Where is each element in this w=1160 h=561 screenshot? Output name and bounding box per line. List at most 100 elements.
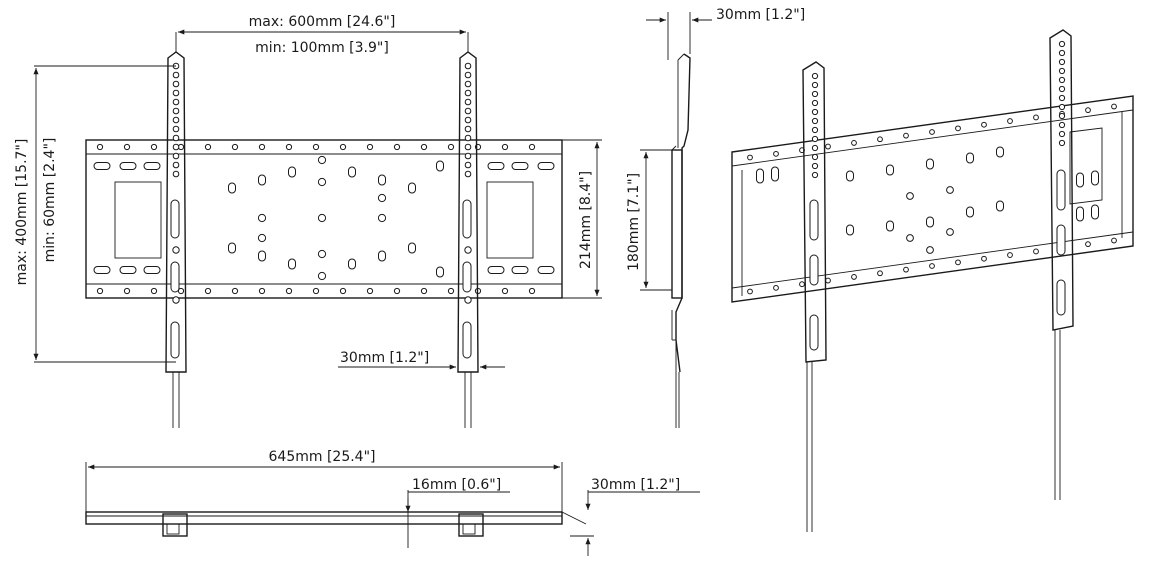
- plate-slot: [487, 162, 505, 170]
- iso-top-hole: [955, 125, 961, 132]
- plate-slot: [119, 266, 137, 274]
- iso-arm-hole: [1058, 49, 1066, 57]
- iso-vesa-slot: [966, 152, 974, 164]
- plate-bottom-hole: [339, 287, 347, 295]
- arm-hole: [172, 170, 180, 178]
- iso-end-slot: [1091, 170, 1099, 186]
- plate-cutout-right: [486, 181, 534, 259]
- plate-bottom-hole: [96, 287, 104, 295]
- iso-end-slot: [771, 166, 779, 182]
- plate-top-hole: [258, 143, 266, 151]
- plate-bottom-hole: [528, 287, 536, 295]
- arm-hole: [464, 71, 472, 79]
- plate-vesa-hole: [317, 249, 327, 259]
- iso-bottom-hole: [877, 270, 883, 277]
- plate-vesa-slot: [228, 182, 236, 194]
- plate-vesa-slot: [288, 258, 296, 270]
- iso-arm-right: [1049, 29, 1074, 500]
- iso-vesa-slot: [966, 206, 974, 218]
- plate-slot: [511, 162, 529, 170]
- plate-top-hole: [150, 143, 158, 151]
- plate-top-hole: [420, 143, 428, 151]
- iso-arm-hole: [811, 153, 819, 161]
- plate-top-hole: [501, 143, 509, 151]
- iso-end-slot: [1091, 204, 1099, 220]
- plate-slot: [487, 266, 505, 274]
- arm-hole: [464, 89, 472, 97]
- iso-bottom-hole: [1111, 237, 1117, 244]
- plate-vesa-slot: [228, 242, 236, 254]
- plate-height-label: 214mm [8.4"]: [578, 171, 594, 269]
- iso-vesa-slot: [996, 146, 1004, 158]
- plate-vesa-hole: [317, 213, 327, 223]
- iso-arm-holes: [811, 40, 1066, 179]
- plate-vesa-hole: [317, 177, 327, 187]
- arm-hole: [172, 152, 180, 160]
- iso-vesa-hole: [946, 186, 954, 194]
- iso-bottom-hole: [851, 274, 857, 280]
- plate-bottom-hole: [393, 287, 401, 295]
- arm-hole: [172, 246, 180, 254]
- iso-vesa-slot: [886, 220, 894, 232]
- arm-hole: [464, 246, 472, 254]
- iso-top-hole: [1007, 118, 1013, 124]
- max-height-label: max: 400mm [15.7"]: [14, 139, 30, 286]
- iso-arm-hole: [1058, 67, 1066, 75]
- plate-vesa-slot: [258, 174, 266, 186]
- side-depth-label: 30mm [1.2"]: [716, 7, 805, 23]
- iso-vesa-hole: [946, 228, 954, 236]
- plate-bottom-hole: [285, 287, 293, 295]
- plate-top-hole: [96, 143, 104, 151]
- iso-top-hole: [747, 154, 753, 161]
- plate-bottom-hole: [258, 287, 266, 295]
- iso-top-hole: [981, 121, 987, 128]
- total-width-label: 645mm [25.4"]: [269, 449, 376, 465]
- plate-slot: [511, 266, 529, 274]
- iso-arm-hole: [811, 126, 819, 134]
- plate-bottom-hole: [366, 287, 374, 295]
- bracket-height-label: 180mm [7.1"]: [626, 173, 642, 271]
- iso-arm-hole: [1058, 40, 1066, 48]
- plate-vesa-slot: [348, 166, 356, 178]
- iso-cutout: [1069, 127, 1103, 205]
- plate-bottom-hole: [501, 287, 509, 295]
- plate-vesa-hole: [377, 213, 387, 223]
- arm-left: [165, 51, 187, 428]
- arm-hole: [172, 116, 180, 124]
- iso-end-slot: [1076, 206, 1084, 222]
- plate-vesa-hole: [317, 271, 327, 281]
- plate-top-hole: [447, 143, 455, 151]
- plate-slot: [93, 162, 111, 170]
- arm-hole: [464, 98, 472, 106]
- plate-vesa-hole: [257, 213, 267, 223]
- iso-end-slot: [1076, 172, 1084, 188]
- iso-arm-hole: [811, 117, 819, 125]
- iso-end-slot: [756, 168, 764, 184]
- plate-top-hole: [123, 143, 131, 151]
- iso-arm-left: [802, 61, 827, 532]
- iso-arm-hole: [1058, 58, 1066, 66]
- plate-vesa-slot: [436, 160, 444, 172]
- iso-plate-holes: [747, 103, 1117, 295]
- iso-arm-hole: [1058, 112, 1066, 120]
- bottom-depth-label: 30mm [1.2"]: [591, 477, 680, 493]
- plate-vesa-slot: [378, 174, 386, 186]
- arm-hole: [172, 89, 180, 97]
- iso-bottom-hole: [929, 263, 935, 269]
- plate-bottom-hole: [204, 287, 212, 295]
- plate-top-hole: [231, 143, 239, 151]
- side-view: 30mm [1.2"] 180mm [7.1"]: [626, 7, 805, 428]
- iso-arm-hole: [811, 72, 819, 80]
- iso-arm-hole: [811, 162, 819, 170]
- bottom-view: 645mm [25.4"] 16mm [0.6"] 30mm [1.2"]: [85, 449, 700, 556]
- iso-top-hole: [929, 129, 935, 135]
- plate-top-hole: [528, 143, 536, 151]
- iso-vesa-slot: [886, 164, 894, 176]
- plate-vesa-slot: [288, 166, 296, 178]
- plate-bottom-hole: [123, 287, 131, 295]
- arm-hole: [172, 161, 180, 169]
- bottom-arm-right: [458, 513, 484, 537]
- iso-vesa-slot: [846, 224, 854, 236]
- plate-top-hole: [366, 143, 374, 151]
